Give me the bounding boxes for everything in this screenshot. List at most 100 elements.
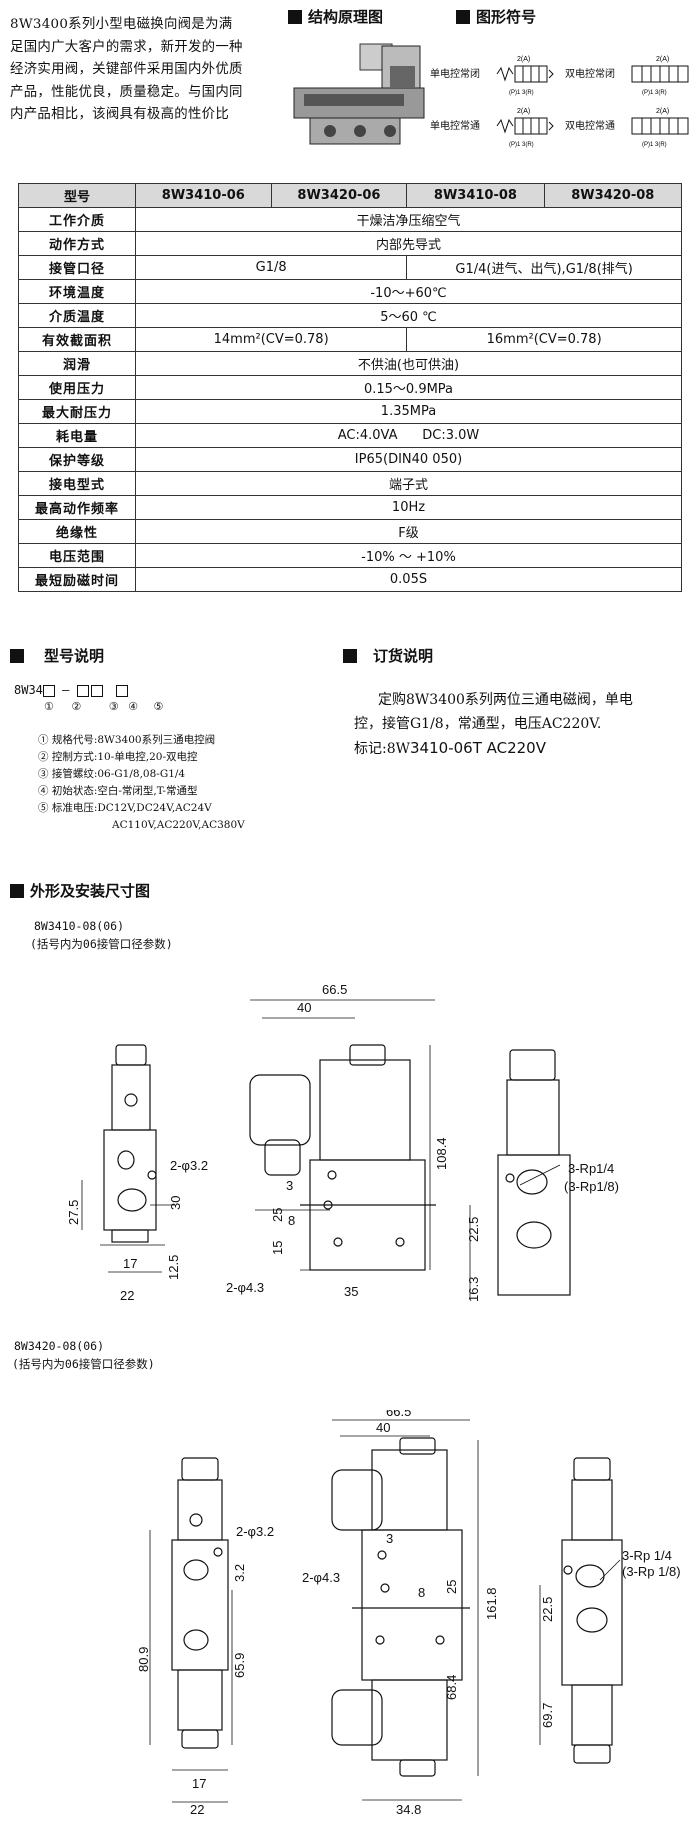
svg-text:2(A): 2(A) — [656, 108, 669, 115]
row-value-right: 16mm²(CV=0.78) — [406, 327, 682, 352]
intro-line: 8W3400系列小型电磁换向阀是为满 — [10, 17, 233, 32]
row-label: 有效截面积 — [18, 327, 136, 352]
dim-label: 3 — [286, 1178, 293, 1193]
dim-label: 2-φ3.2 — [170, 1158, 208, 1173]
dim-label: (3-Rp 1/8) — [622, 1564, 681, 1579]
dim-label: 2-φ4.3 — [302, 1570, 340, 1585]
dim-label: 3 — [386, 1531, 393, 1546]
row-value-left: G1/8 — [134, 255, 408, 280]
list-item: ④ 初始状态:空白-常闭型,T-常通型 — [38, 785, 198, 797]
table-header-cell: 8W3410-06 — [135, 183, 272, 208]
symbol-heading: 图形符号 — [456, 6, 536, 27]
dim-label: 22 — [190, 1802, 204, 1815]
intro-line: 产品，性能优良，质量稳定。与国内同 — [10, 84, 243, 100]
dim-label: 3-Rp 1/4 — [622, 1548, 672, 1563]
intro-line: 内产品相比，该阀具有极高的性价比 — [10, 107, 230, 122]
row-label: 最大耐压力 — [18, 399, 136, 424]
drawing1-subcaption: (括号内为06接管口径参数) — [30, 937, 173, 951]
row-value: 5～60 ℃ — [135, 303, 682, 328]
dim-label: 2-φ3.2 — [236, 1524, 274, 1539]
model-code-numbers: ① ② ③ ④ ⑤ — [44, 700, 164, 713]
row-label: 绝缘性 — [18, 519, 136, 544]
valve-symbol-double-nc: 2(A) (P)1 3(R) — [631, 56, 689, 96]
row-value-left: 14mm²(CV=0.78) — [134, 327, 408, 352]
dim-label: 80.9 — [136, 1647, 151, 1672]
model-desc-heading: 型号说明 — [10, 645, 104, 666]
intro-line: 经济实用阀，关键部件采用国内外优质 — [10, 62, 243, 77]
valve-symbol-single-no: 2(A) (P)1 3(R) — [496, 108, 554, 148]
row-value: 端子式 — [135, 471, 682, 496]
valve-symbol-double-no: 2(A) (P)1 3(R) — [631, 108, 689, 148]
spec-table: 型号 8W3410-06 8W3420-06 8W3410-08 8W3420-… — [18, 183, 683, 592]
dim-label: 17 — [192, 1776, 206, 1791]
table-row: 润滑不供油(也可供油) — [18, 351, 682, 376]
table-row: 环境温度-10～+60℃ — [18, 279, 682, 304]
dim-label: 15 — [270, 1241, 285, 1255]
table-header-cell: 型号 — [18, 183, 136, 208]
dim-label: 68.4 — [444, 1675, 459, 1700]
row-value: -10% ～ +10% — [135, 543, 682, 568]
model-code-pattern: 8W34 — — [14, 683, 128, 697]
symbol-single-nc-label: 单电控常闭 — [430, 69, 480, 80]
heading-square-icon — [456, 9, 470, 24]
table-header-cell: 8W3410-08 — [406, 183, 545, 208]
table-row: 接电型式端子式 — [18, 471, 682, 496]
row-label: 工作介质 — [18, 207, 136, 232]
row-label: 接管口径 — [18, 255, 136, 280]
table-header-row: 型号 8W3410-06 8W3420-06 8W3410-08 8W3420-… — [18, 183, 683, 208]
heading-square-icon — [10, 883, 24, 898]
svg-text:(P)1 3(R): (P)1 3(R) — [509, 90, 534, 96]
row-label: 使用压力 — [18, 375, 136, 400]
structure-diagram — [293, 43, 425, 145]
order-line: 控，接管G1/8，常通型，电压AC220V. — [354, 716, 602, 732]
dim-label: 27.5 — [66, 1200, 81, 1225]
row-value: 10Hz — [135, 495, 682, 520]
dim-label: 2-φ4.3 — [226, 1280, 264, 1295]
model-code-list: ① 规格代号:8W3400系列三通电控阀 ② 控制方式:10-单电控,20-双电… — [38, 732, 245, 834]
svg-text:2(A): 2(A) — [517, 108, 530, 115]
dim-label: 66.5 — [322, 982, 347, 997]
row-label: 润滑 — [18, 351, 136, 376]
svg-text:(P)1 3(R): (P)1 3(R) — [642, 90, 667, 96]
dim-label: 16.3 — [466, 1277, 481, 1302]
drawing1-dimension-drawing: 66.5 40 108.4 3 8 25 15 35 2-φ4.3 2-φ3.2… — [66, 982, 619, 1303]
dim-label: 65.9 — [232, 1653, 247, 1678]
row-label: 保护等级 — [18, 447, 136, 472]
order-text: 定购8W3400系列两位三通电磁阀，单电 控，接管G1/8，常通型，电压AC22… — [354, 688, 684, 761]
order-heading: 订货说明 — [343, 645, 433, 666]
row-label: 最短励磁时间 — [18, 567, 136, 592]
list-item: ① 规格代号:8W3400系列三通电控阀 — [38, 734, 216, 746]
dim-label: 25 — [270, 1208, 285, 1222]
row-value: 1.35MPa — [135, 399, 682, 424]
table-row: 动作方式内部先导式 — [18, 231, 682, 256]
row-value: 0.05S — [135, 567, 682, 592]
row-value: 不供油(也可供油) — [135, 351, 682, 376]
dim-label: 34.8 — [396, 1802, 421, 1815]
list-item: ⑤ 标准电压:DC12V,DC24V,AC24V — [38, 802, 212, 814]
dim-label: 17 — [123, 1256, 137, 1271]
dim-label: (3-Rp1/8) — [564, 1179, 619, 1194]
table-header-cell: 8W3420-08 — [543, 183, 683, 208]
dim-label: 22.5 — [540, 1597, 555, 1622]
valve-symbol-single-nc: 2(A) (P)1 3(R) — [496, 56, 554, 96]
dim-label: 35 — [344, 1284, 358, 1299]
row-value: F级 — [135, 519, 682, 544]
dim-label: 12.5 — [166, 1255, 181, 1280]
dim-label: 108.4 — [434, 1137, 449, 1170]
dimensions-heading: 外形及安装尺寸图 — [10, 880, 150, 901]
row-value: 内部先导式 — [135, 231, 682, 256]
row-label: 耗电量 — [18, 423, 136, 448]
list-item: ② 控制方式:10-单电控,20-双电控 — [38, 751, 198, 763]
svg-text:(P)1 3(R): (P)1 3(R) — [509, 142, 534, 148]
row-label: 接电型式 — [18, 471, 136, 496]
dim-label: 66.5 — [386, 1410, 411, 1419]
dim-label: 161.8 — [484, 1587, 499, 1620]
